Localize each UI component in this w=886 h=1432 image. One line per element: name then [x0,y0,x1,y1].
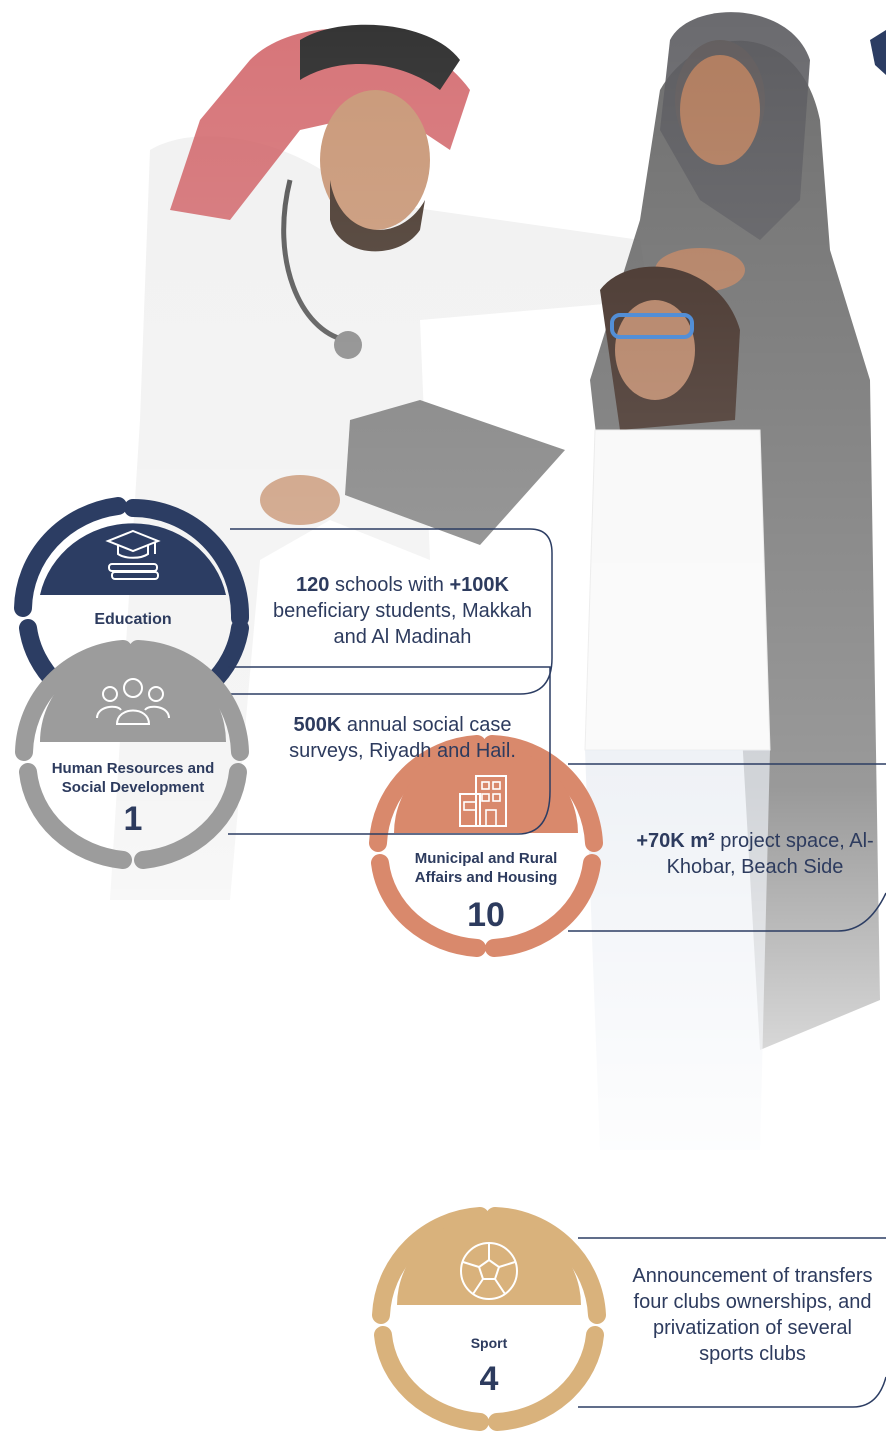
sport-label: Sport [470,1335,508,1351]
municipal-description: +70K m² project space, Al-Khobar, Beach … [636,830,874,878]
education-description: 120 schools with +100K beneficiary stude… [272,574,533,648]
municipal-badge: Municipal and Rural Affairs and Housing … [369,735,603,957]
municipal-frame [568,763,886,932]
sport-description: Announcement of transfers four clubs own… [632,1265,873,1365]
soccer-ball-icon [460,1242,518,1300]
building-icon [459,775,507,827]
sport-frame [578,1237,886,1408]
hr-description: 500K annual social case surveys, Riyadh … [289,714,516,762]
education-frame [230,528,553,695]
sport-count: 4 [479,1360,499,1398]
sport-badge: Sport 4 [372,1207,606,1431]
municipal-label-line2: Affairs and Housing [414,868,558,886]
education-label: Education [94,611,172,628]
municipal-count: 10 [467,896,505,934]
hr-label-line1: Human Resources and [51,760,215,777]
hr-label: Human Resources and Social Development [18,760,248,798]
people-group-icon [96,678,170,725]
hr-badge: Human Resources and Social Development 1 [15,640,249,870]
municipal-ring [369,735,603,957]
municipal-label: Municipal and Rural Affairs and Housing [372,850,600,888]
graduation-cap-books-icon [105,529,161,580]
hr-frame [228,666,551,835]
hr-label-line2: Social Development [61,778,205,796]
municipal-label-line1: Municipal and Rural [414,850,558,867]
hr-count: 1 [123,800,143,838]
